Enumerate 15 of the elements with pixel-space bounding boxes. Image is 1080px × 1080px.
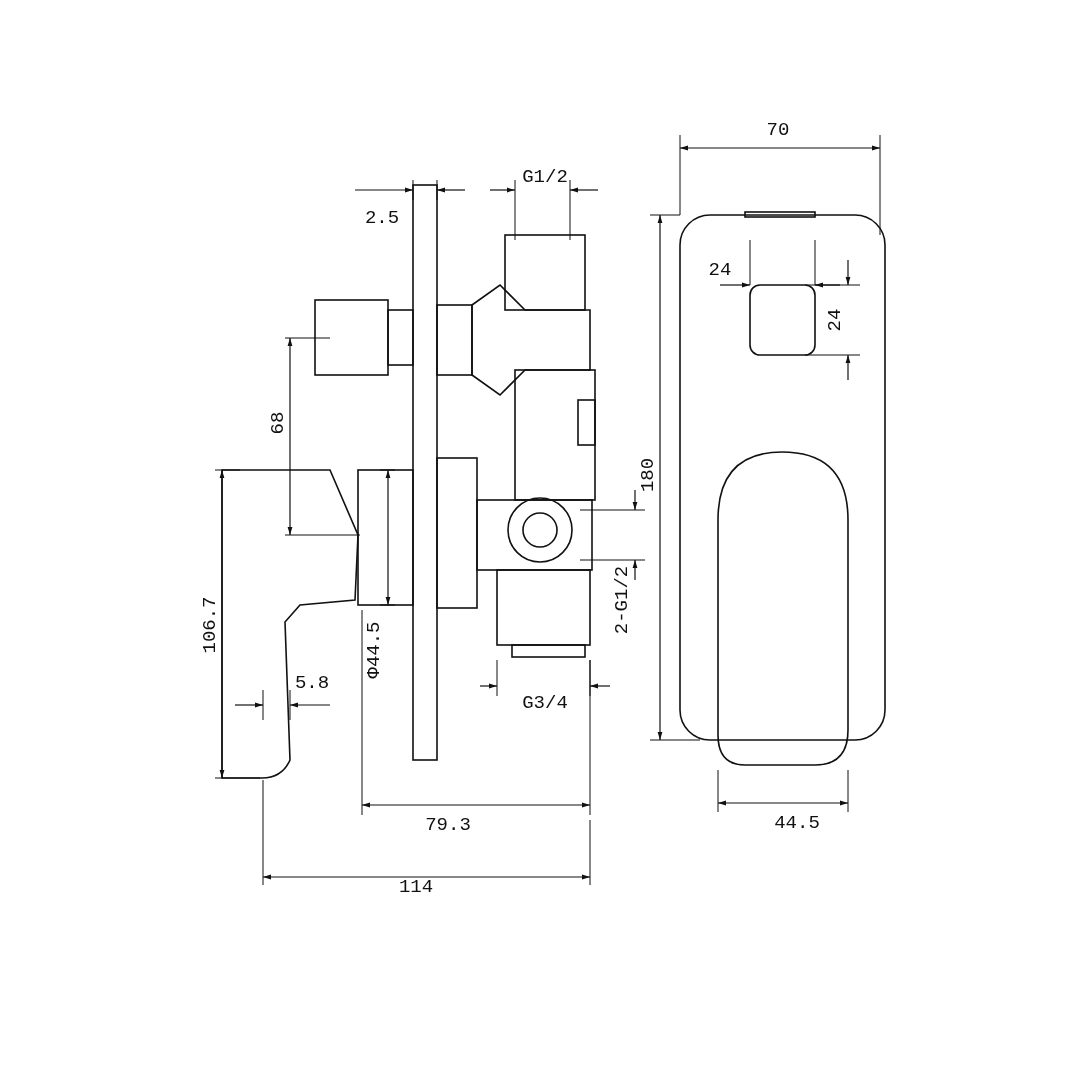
dimension-label: 5.8 xyxy=(294,673,330,693)
dimension-label: G1/2 xyxy=(522,167,568,187)
dimension-label: Φ44.5 xyxy=(364,621,384,679)
dimension-label: 79.3 xyxy=(425,815,471,835)
dimension-label: 2.5 xyxy=(364,208,400,228)
dimension-label: 2-G1/2 xyxy=(612,565,632,635)
dimension-label: G3/4 xyxy=(522,693,568,713)
dimension-label: 180 xyxy=(638,457,658,493)
dimension-label: 44.5 xyxy=(774,813,820,833)
dimension-label: 68 xyxy=(268,411,288,435)
dimension-label: 114 xyxy=(398,877,434,897)
dimension-label: 24 xyxy=(825,308,845,332)
dimension-label: 24 xyxy=(708,260,732,280)
dimension-label: 106.7 xyxy=(200,596,220,654)
dimension-label: 70 xyxy=(766,120,790,140)
